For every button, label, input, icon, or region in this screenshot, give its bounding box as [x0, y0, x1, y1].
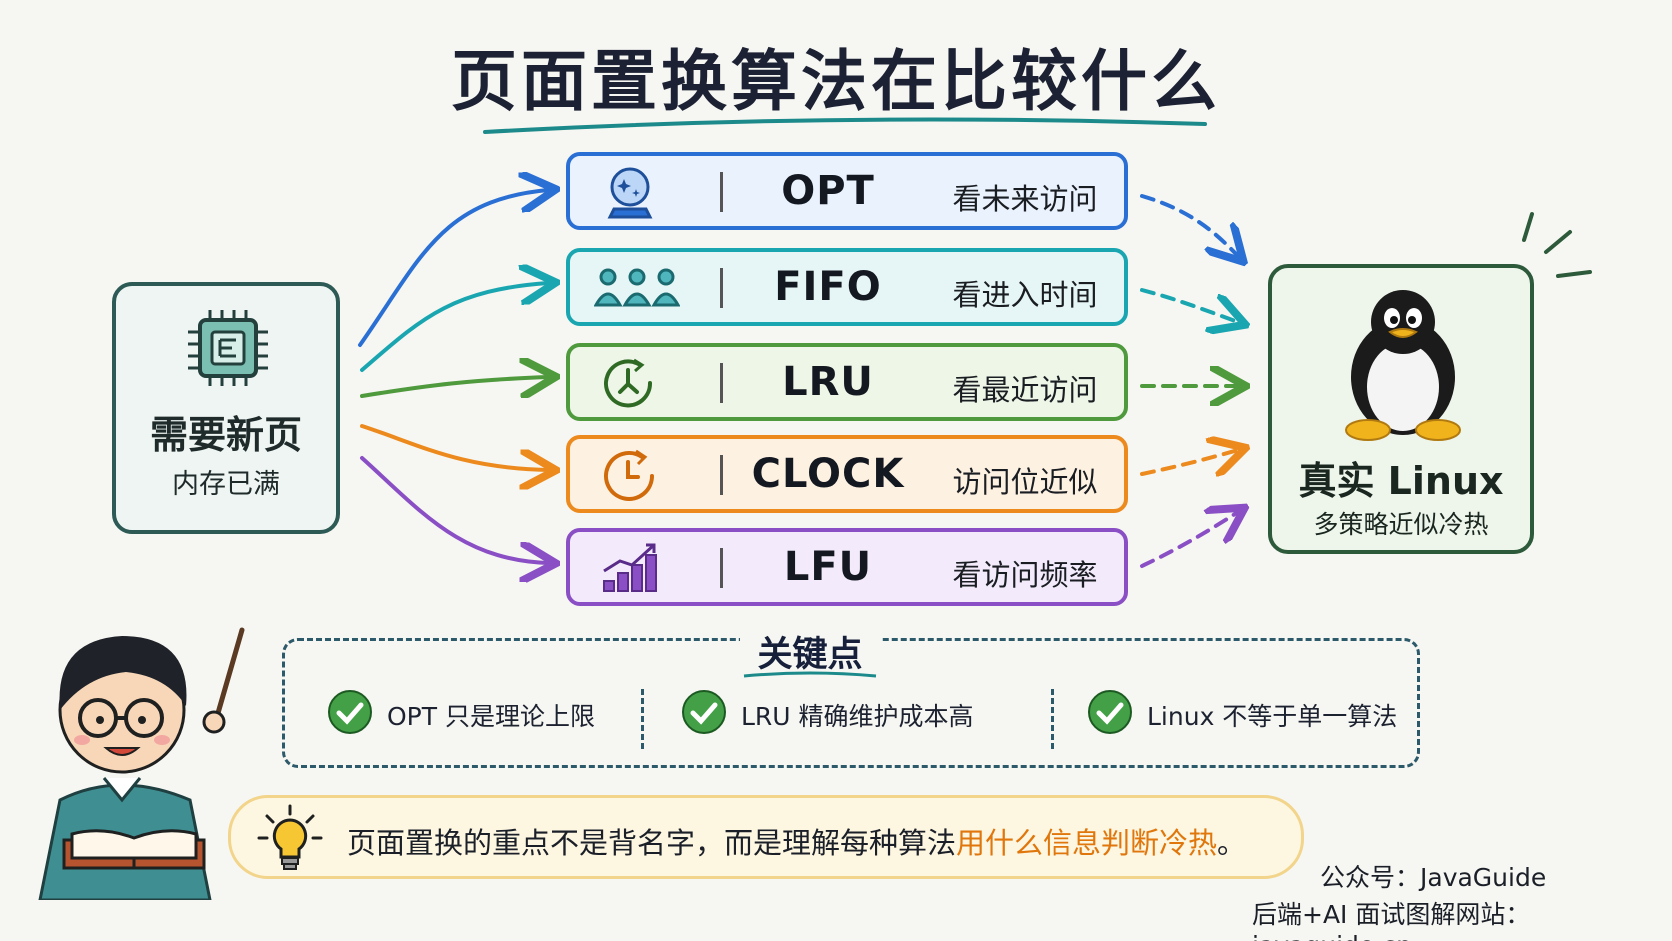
check-circle-icon — [1088, 690, 1132, 734]
key-points-divider — [641, 689, 644, 749]
dashed-arrow-clock — [1140, 450, 1238, 474]
destination-title: 真实 Linux — [1298, 459, 1504, 503]
arrow-to-opt — [358, 190, 548, 347]
queue-people-icon — [594, 268, 680, 307]
teacher-character-illustration — [38, 627, 245, 900]
algo-name: LRU — [782, 359, 874, 405]
source-title: 需要新页 — [149, 413, 302, 457]
dashed-arrow-lfu — [1140, 512, 1238, 568]
source-subtitle: 内存已满 — [172, 469, 280, 500]
algo-row-lfu: LFU 看访问频率 — [566, 528, 1128, 606]
credit-wechat: 公众号：JavaGuide — [1320, 863, 1547, 892]
algo-row-opt: OPT 看未来访问 — [566, 152, 1128, 230]
source-box: 需要新页 内存已满 — [112, 282, 340, 534]
arrow-to-lfu — [360, 456, 548, 563]
algo-desc: 看未来访问 — [952, 182, 1098, 216]
destination-subtitle: 多策略近似冷热 — [1313, 510, 1489, 539]
dashed-arrow-opt — [1140, 194, 1238, 256]
dashed-arrow-fifo — [1140, 288, 1238, 322]
bar-chart-icon — [603, 543, 657, 592]
crystal-ball-icon — [607, 167, 653, 219]
algo-row-fifo: FIFO 看进入时间 — [566, 248, 1128, 326]
destination-box: 真实 Linux 多策略近似冷热 — [1268, 264, 1534, 554]
credit-website: 后端+AI 面试图解网站：javaguide.cn — [1252, 900, 1531, 941]
emphasis-lines — [1522, 212, 1592, 278]
algo-name: LFU — [783, 544, 873, 590]
tux-penguin-icon — [1345, 290, 1461, 441]
page-title: 页面置换算法在比较什么 — [451, 43, 1221, 120]
arrow-to-clock — [360, 424, 548, 470]
algo-desc: 看进入时间 — [952, 278, 1098, 312]
history-clock-icon — [604, 358, 653, 408]
algo-name: OPT — [781, 168, 875, 214]
tip-text: 页面置换的重点不是背名字，而是理解每种算法用什么信息判断冷热。 — [347, 826, 1247, 860]
lightbulb-icon — [257, 804, 323, 870]
key-points-divider — [1051, 689, 1054, 749]
key-title-underline — [743, 671, 877, 678]
tip-highlight: 用什么信息判断冷热 — [956, 826, 1218, 860]
algo-name: FIFO — [774, 264, 882, 310]
algo-name: CLOCK — [751, 451, 905, 497]
arrow-to-fifo — [360, 283, 548, 372]
check-circle-icon — [328, 690, 372, 734]
algo-desc: 看最近访问 — [952, 373, 1098, 407]
title-underline — [483, 117, 1207, 134]
cpu-chip-icon — [188, 310, 268, 386]
algo-desc: 看访问频率 — [952, 558, 1098, 592]
clock-icon — [604, 449, 654, 501]
algo-row-clock: CLOCK 访问位近似 — [566, 435, 1128, 513]
algo-desc: 访问位近似 — [952, 465, 1098, 499]
arrow-to-lru — [360, 377, 548, 396]
key-points-title: 关键点 — [740, 626, 880, 677]
check-circle-icon — [682, 690, 726, 734]
algo-row-lru: LRU 看最近访问 — [566, 343, 1128, 421]
tip-banner: 页面置换的重点不是背名字，而是理解每种算法用什么信息判断冷热。 — [228, 795, 1304, 879]
